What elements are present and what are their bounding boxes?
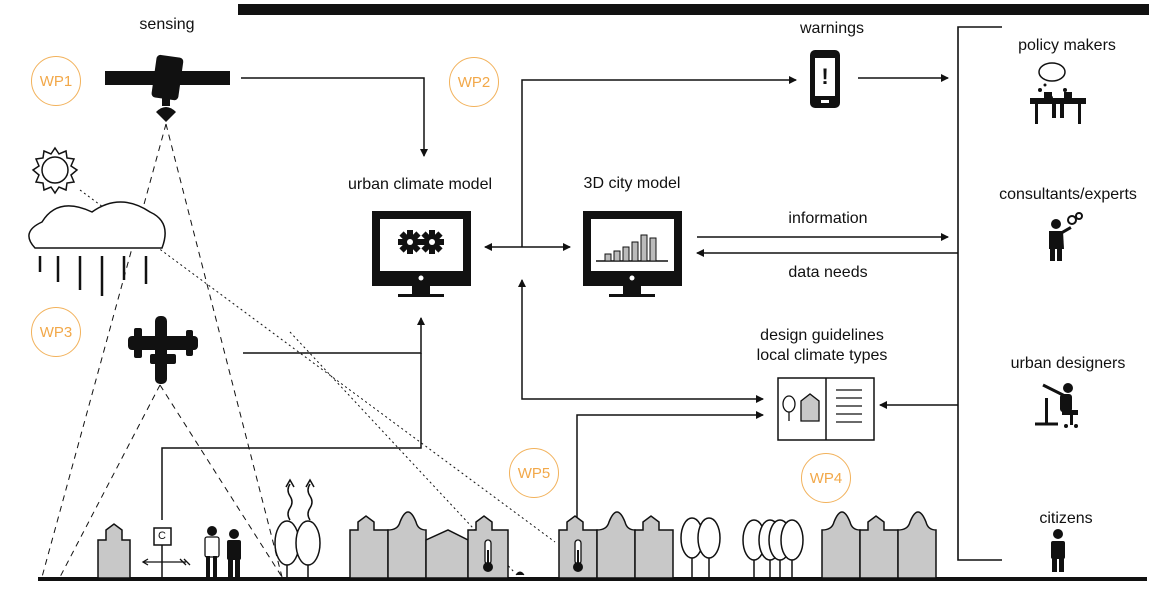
policy-makers-label: policy makers: [1018, 37, 1116, 54]
top-bar: [238, 4, 1149, 15]
arrow-satellite-to-model: [241, 77, 428, 157]
arrow-exchange-guidelines: [518, 279, 764, 403]
wp3-badge: WP3: [31, 307, 81, 357]
city-model-3d-label: 3D city model: [583, 175, 681, 192]
consultants-experts-label: consultants/experts: [999, 186, 1137, 203]
urban-designers-label: urban designers: [1010, 355, 1126, 372]
warnings-label: warnings: [799, 20, 865, 37]
people-icon: [204, 526, 241, 578]
urban-climate-model-label: urban climate model: [347, 176, 493, 193]
satellite-icon: [105, 54, 230, 122]
houses-right: [821, 511, 937, 579]
designer-desk-icon: [1035, 383, 1078, 428]
citizen-icon: [1051, 529, 1065, 572]
monitor-barchart-icon: [583, 211, 682, 297]
design-guidelines-label: design guidelines: [760, 327, 884, 344]
stakeholder-bracket: [957, 26, 1002, 561]
smartphone-warning-icon: [810, 50, 840, 108]
wp1-badge: WP1: [31, 56, 81, 106]
sun-icon: [31, 146, 79, 195]
airplane-icon: [128, 316, 198, 384]
trees-right: [680, 517, 804, 578]
thermometer-icon: [483, 539, 493, 572]
arrow-to-warnings: [521, 76, 797, 247]
arrow-plane-to-model: [243, 317, 425, 354]
arrow-building-to-guidelines: [576, 411, 764, 518]
houses-left: [97, 523, 131, 579]
rain-cloud-icon: [28, 201, 166, 296]
monitor-gears-icon: [372, 211, 471, 297]
warning-exclamation: !: [821, 64, 829, 89]
trees-left: [274, 520, 321, 578]
data-needs-label: data needs: [788, 264, 868, 281]
sensing-cone-lines: [41, 123, 283, 578]
citizens-label: citizens: [1039, 510, 1093, 527]
wp4-badge: WP4: [801, 453, 851, 503]
line-station-to-model: [161, 353, 422, 520]
thermometer-icon-2: [573, 539, 583, 572]
weather-station-letter: C: [158, 530, 166, 542]
heat-waves-icon: [285, 478, 315, 521]
small-sensor-icon: [515, 571, 525, 576]
houses-center: [349, 511, 509, 579]
wp5-badge: WP5: [509, 448, 559, 498]
wp2-badge: WP2: [449, 57, 499, 107]
weather-station-icon: [141, 527, 191, 578]
information-label: information: [788, 210, 868, 227]
sun-ray-dotted: [79, 189, 556, 543]
sensing-label: sensing: [139, 16, 195, 33]
guidelines-book-icon: [777, 377, 875, 441]
meeting-icon: [1030, 62, 1086, 124]
expert-gears-icon: [1049, 212, 1083, 261]
local-climate-types-label: local climate types: [756, 347, 888, 364]
